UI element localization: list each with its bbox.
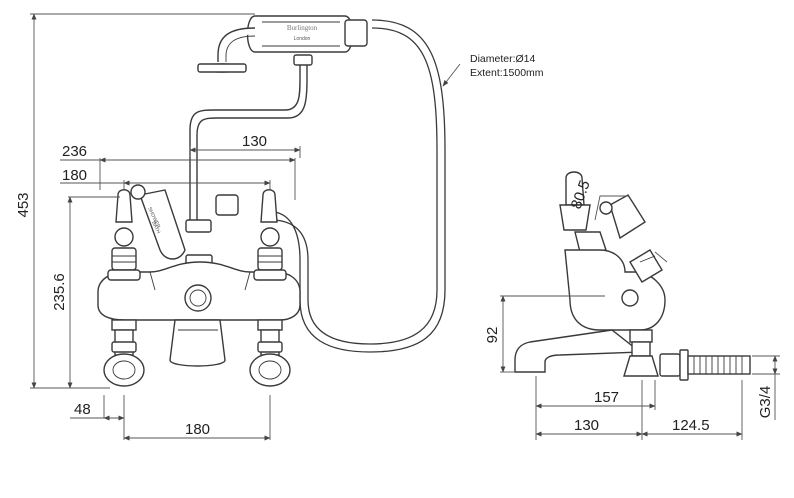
dim-width-handles: 180 <box>62 167 87 184</box>
right-handle <box>253 189 287 281</box>
side-body <box>564 249 666 331</box>
right-leg <box>249 319 291 387</box>
dim-spout-height: 92 <box>484 327 501 344</box>
dim-height-mid: 235.6 <box>51 273 68 311</box>
dim-hose-offset: 130 <box>242 133 267 150</box>
shower-hose <box>274 19 446 353</box>
dim-reach: 157 <box>594 389 619 406</box>
shower-handset: Burlington London <box>197 15 368 73</box>
bath-spout <box>169 319 226 367</box>
cradle-clip <box>293 54 313 66</box>
dim-spout-length: 130 <box>574 417 599 434</box>
dim-height-total: 453 <box>15 192 32 217</box>
side-lever <box>609 194 646 240</box>
diverter-lever: SHOWER BATH <box>130 184 186 260</box>
left-leg <box>103 319 145 387</box>
dim-thread: G3/4 <box>757 386 774 419</box>
front-view: Burlington London <box>15 13 446 441</box>
dim-tail-length: 124.5 <box>672 417 710 434</box>
left-handle <box>107 189 141 281</box>
dim-width-total: 236 <box>62 143 87 160</box>
cradle-arm <box>189 65 301 220</box>
side-view: 92 80.5 157 130 124.5 G3/4 <box>484 171 780 440</box>
dim-centres: 180 <box>185 421 210 438</box>
side-spout <box>514 329 642 373</box>
diverter-label-bath: BATH <box>150 220 161 235</box>
hose-diameter-label: Diameter:Ø14 <box>470 53 536 65</box>
hose-note: Diameter:Ø14 Extent:1500mm <box>442 53 544 87</box>
threaded-tail <box>687 355 751 375</box>
handset-city: London <box>294 36 311 42</box>
dim-outlet-offset: 48 <box>74 401 91 418</box>
handset-brand: Burlington <box>287 24 318 32</box>
hose-extent-label: Extent:1500mm <box>470 67 544 79</box>
